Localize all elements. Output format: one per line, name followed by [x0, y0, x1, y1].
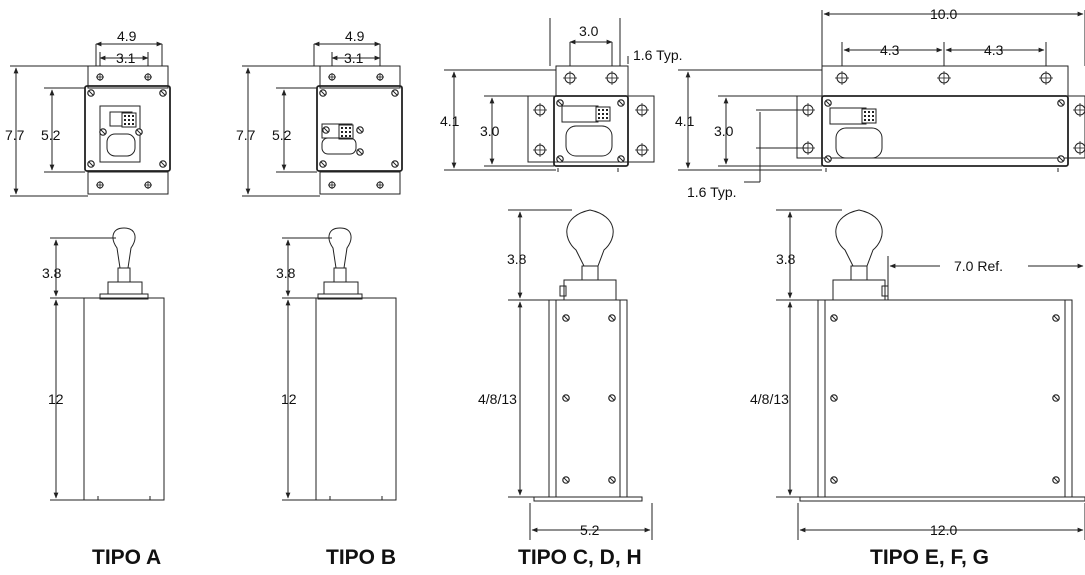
type-cdh-tab-note: 1.6 Typ. [633, 47, 683, 63]
type-a-drawing: 4.9 3.1 7.7 5.2 3.8 12 TIPO A [5, 28, 171, 569]
type-efg-base-width: 12.0 [930, 522, 957, 538]
type-a-handle-height: 3.8 [42, 265, 62, 281]
type-cdh-side-view [508, 209, 653, 540]
type-b-top-width: 4.9 [345, 28, 365, 44]
type-cdh-caption: TIPO C, D, H [518, 546, 642, 569]
type-efg-body-length: 4/8/13 [750, 391, 789, 407]
type-cdh-hole-spacing: 3.0 [579, 23, 599, 39]
type-a-side-view [50, 227, 165, 501]
type-efg-total-height: 4.1 [675, 113, 695, 129]
type-a-body-height: 5.2 [41, 127, 61, 143]
type-b-total-height: 7.7 [236, 127, 256, 143]
type-b-side-view [282, 227, 397, 501]
type-cdh-total-height: 4.1 [440, 113, 460, 129]
type-efg-ref-length: 7.0 Ref. [954, 258, 1003, 274]
type-cdh-handle-height: 3.8 [507, 251, 527, 267]
type-efg-side-view [776, 209, 1085, 540]
type-efg-hole-spacing-left: 4.3 [880, 42, 900, 58]
type-efg-caption: TIPO E, F, G [870, 546, 989, 569]
type-b-caption: TIPO B [326, 546, 396, 569]
type-b-body-length: 12 [281, 391, 297, 407]
type-efg-body-height: 3.0 [714, 123, 734, 139]
type-cdh-top-view [444, 18, 655, 172]
type-a-hole-spacing: 3.1 [116, 50, 136, 66]
type-efg-handle-height: 3.8 [776, 251, 796, 267]
type-a-body-length: 12 [48, 391, 64, 407]
type-efg-top-width: 10.0 [930, 6, 957, 22]
type-b-body-height: 5.2 [272, 127, 292, 143]
type-a-total-height: 7.7 [5, 127, 25, 143]
type-efg-tab-note: 1.6 Typ. [687, 184, 737, 200]
type-b-top-view [242, 41, 403, 197]
type-cdh-body-length: 4/8/13 [478, 391, 517, 407]
type-efg-top-view [678, 10, 1085, 183]
type-b-handle-height: 3.8 [276, 265, 296, 281]
type-efg-drawing: 10.0 4.3 4.3 4.1 3.0 1.6 Typ. [675, 6, 1085, 569]
type-a-top-width: 4.9 [117, 28, 137, 44]
type-b-drawing: 4.9 3.1 7.7 5.2 3.8 12 TIPO B [236, 28, 403, 569]
type-b-hole-spacing: 3.1 [344, 50, 364, 66]
type-cdh-body-height: 3.0 [480, 123, 500, 139]
type-a-caption: TIPO A [92, 546, 161, 569]
type-a-top-view [10, 41, 171, 197]
type-efg-hole-spacing-right: 4.3 [984, 42, 1004, 58]
type-cdh-drawing: 3.0 1.6 Typ. 4.1 3.0 [440, 18, 683, 569]
type-cdh-base-width: 5.2 [580, 522, 600, 538]
